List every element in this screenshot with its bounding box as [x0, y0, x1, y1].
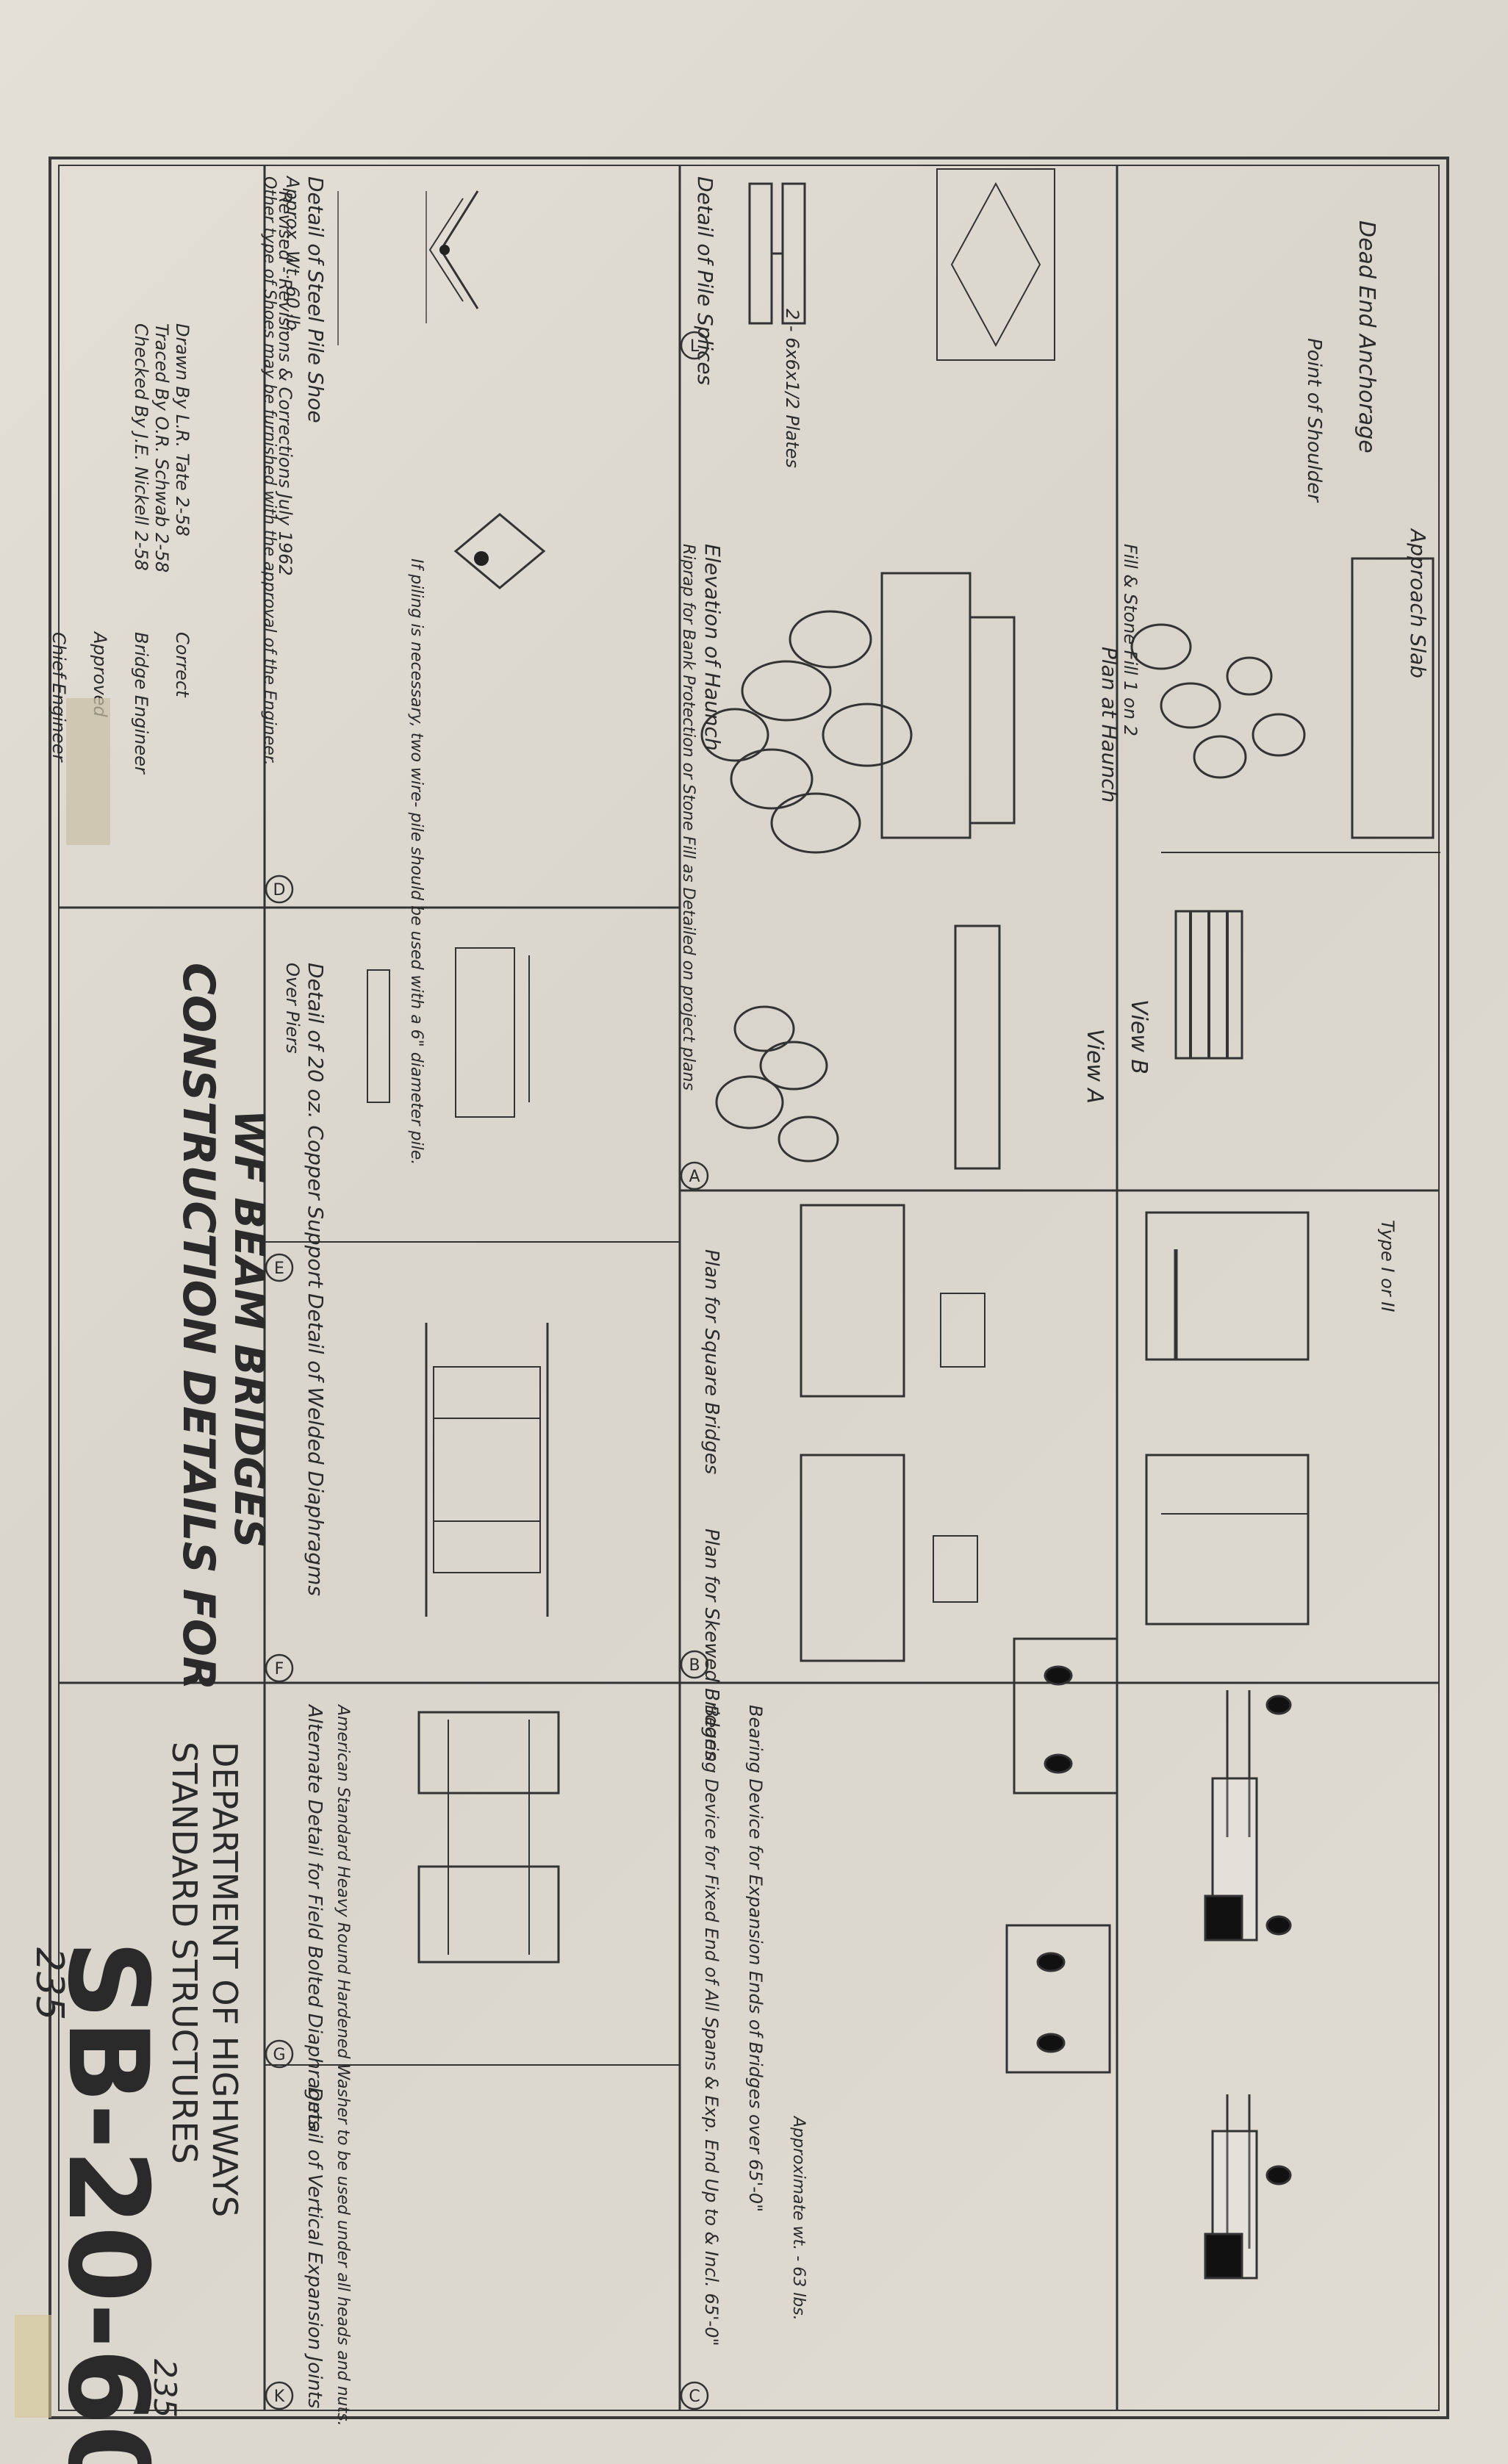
letter-G: G: [273, 2046, 285, 2064]
letter-L: L: [690, 337, 700, 356]
panel-letters: [265, 331, 709, 2410]
caption-view-B: View B: [1126, 999, 1152, 1074]
letter-F: F: [275, 1660, 284, 1678]
panel-letter-text: L A B C D E F G K: [273, 337, 700, 2406]
letter-D: D: [273, 881, 286, 899]
caption-C: Bearing Device for Fixed End of All Span…: [701, 1705, 722, 2346]
caption-G: Alternate Detail for Field Bolted Diaphr…: [304, 1703, 326, 2130]
title-block: DEPARTMENT OF HIGHWAYS STANDARD STRUCTUR…: [165, 1742, 245, 2217]
drawing-title-line1: CONSTRUCTION DETAILS FOR: [173, 963, 224, 1690]
label-slab: Approach Slab: [1406, 528, 1430, 678]
caption-G-group: Alternate Detail for Field Bolted Diaphr…: [304, 1703, 352, 2427]
bearing-device-detail: [1005, 1637, 1292, 2280]
drawing-title-line2: WF BEAM BRIDGES: [225, 1110, 273, 1548]
bearing-plan-details: [800, 1204, 1310, 1662]
approval-block: Drawn By L.R. Tate 2-58 Traced By O.R. S…: [49, 191, 295, 775]
label-shoulder: Point of Shoulder: [1303, 338, 1325, 503]
note-B: Type I or II: [1377, 1220, 1398, 1312]
piling-note-group: If piling is necessary, two wire- pile s…: [407, 558, 426, 1165]
welded-diaphragm-detail: [425, 1323, 549, 1617]
correct-label: Correct: [172, 632, 193, 698]
traced-by: Traced By O.R. Schwab 2-58: [151, 323, 172, 572]
inner-border: [58, 165, 1440, 2411]
note-G: American Standard Heavy Round Hardened W…: [334, 1703, 352, 2427]
letter-C: C: [689, 2388, 700, 2406]
note-A-riprap: Riprap for Bank Protection or Stone Fill…: [679, 544, 697, 1091]
title-group: CONSTRUCTION DETAILS FOR WF BEAM BRIDGES: [173, 963, 273, 1690]
riprap-stones: [700, 610, 1306, 1163]
label-anchor-group: Dead End Anchorage: [1354, 220, 1379, 453]
caption-B-group: Plan for Square Bridges Plan for Skewed …: [700, 1249, 722, 1760]
caption-viewA-group: View A: [1082, 1029, 1107, 1104]
haunch-concrete: [880, 557, 1440, 1170]
caption-E: Detail of 20 oz. Copper Support: [304, 963, 328, 1288]
caption-C-group: Bearing Device for Fixed End of All Span…: [701, 1705, 808, 2346]
caption-F: Detail of Welded Diaphragms: [304, 1293, 328, 1596]
sheet-number: SB-20-60: [43, 1940, 171, 2464]
letter-B: B: [689, 1656, 700, 1675]
tape-mark: [15, 2315, 51, 2418]
pile-shoe-detail: [337, 190, 546, 589]
caption-D: Detail of Steel Pile Shoe: [304, 176, 328, 423]
note-L: 2 - 6x6x1/2 Plates: [782, 309, 803, 468]
caption-A-plan: Plan at Haunch: [1097, 647, 1121, 802]
letter-A: A: [689, 1168, 700, 1186]
caption-B-skew: Plan for Skewed Bridges: [700, 1529, 722, 1760]
note-B-group: Type I or II: [1377, 1220, 1398, 1312]
outer-border: [49, 157, 1449, 2419]
caption-L: Detail of Pile Splices: [693, 176, 717, 385]
caption-K: Detail of Vertical Expansion Joints: [304, 2087, 326, 2408]
sheet-number-block: SB-20-60: [43, 1940, 171, 2464]
caption-viewB-group: View B: [1126, 999, 1152, 1074]
caption-view-A: View A: [1082, 1029, 1107, 1104]
copper-support-detail: [367, 947, 530, 1118]
note-D: Approx. Wt. 60 lb.: [282, 175, 303, 336]
chief-engineer-label: Chief Engineer: [49, 632, 69, 764]
bridge-engineer-label: Bridge Engineer: [131, 632, 151, 775]
bolted-diaphragm-detail: [417, 1711, 560, 1964]
caption-E-group: Detail of 20 oz. Copper Support Over Pie…: [282, 963, 328, 1288]
caption-L-group: Detail of Pile Splices 2 - 6x6x1/2 Plate…: [693, 176, 803, 468]
label-fill: Fill & Stone Fill 1 on 2: [1120, 544, 1141, 736]
caption-C2: Bearing Device for Expansion Ends of Bri…: [745, 1705, 766, 2212]
caption-A-plan-group: Plan at Haunch Fill & Stone Fill 1 on 2: [1097, 544, 1141, 802]
checked-by: Checked By J.E. Nickell 2-58: [131, 323, 151, 571]
department-name: DEPARTMENT OF HIGHWAYS: [205, 1742, 245, 2217]
label-slab-group: Approach Slab: [1406, 528, 1430, 678]
handwritten-index-group: 235: [27, 1947, 71, 2020]
handwritten-index: 235: [27, 1947, 71, 2020]
caption-D-group: Detail of Steel Pile Shoe Approx. Wt. 60…: [260, 175, 328, 766]
caption-A-elevation: Elevation of Haunch: [700, 544, 725, 751]
sub-E: Over Piers: [282, 963, 303, 1054]
label-anchor: Dead End Anchorage: [1354, 220, 1379, 453]
piling-note: If piling is necessary, two wire- pile s…: [407, 558, 426, 1165]
approval-stamp: [66, 698, 110, 845]
note-approx-wt: Approximate wt. - 63 lbs.: [789, 2115, 808, 2321]
drawn-by: Drawn By L.R. Tate 2-58: [172, 323, 193, 536]
caption-F-group: Detail of Welded Diaphragms: [304, 1293, 328, 1596]
corner-mark-group: 235: [147, 2359, 183, 2418]
caption-B-square: Plan for Square Bridges: [700, 1249, 722, 1474]
caption-A-elev-group: Elevation of Haunch Riprap for Bank Prot…: [679, 544, 725, 1091]
letter-E: E: [274, 1260, 284, 1278]
series-name: STANDARD STRUCTURES: [165, 1742, 204, 2164]
pile-splice-detail: [748, 168, 1055, 361]
label-shoulder-group: Point of Shoulder: [1303, 338, 1325, 503]
corner-mark: 235: [147, 2359, 183, 2418]
revised-label: Revised - Revisions & Corrections July 1…: [275, 191, 295, 576]
caption-K-group: Detail of Vertical Expansion Joints: [304, 2087, 326, 2408]
letter-K: K: [274, 2388, 285, 2406]
note-D2: Other type of Shoes may be furnished wit…: [260, 176, 279, 766]
